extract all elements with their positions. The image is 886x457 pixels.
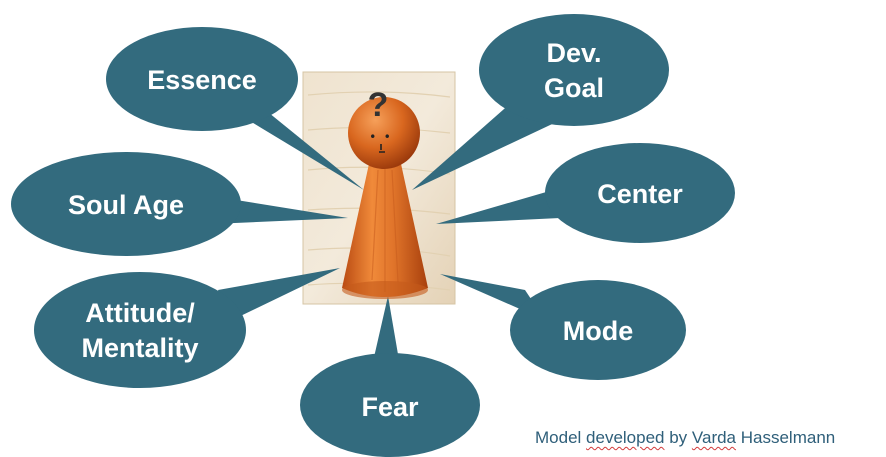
bubble-soul-age: Soul Age xyxy=(11,152,348,256)
face-nose xyxy=(379,144,385,153)
bubble-attitude-label-line2: Mentality xyxy=(81,333,198,363)
bubble-attitude-label: Attitude/ xyxy=(85,298,195,328)
bubble-essence-label: Essence xyxy=(147,65,257,95)
bubble-center-label: Center xyxy=(597,179,683,209)
game-piece-figure: ? • • xyxy=(342,86,428,299)
credit-word-developed: developed xyxy=(586,428,665,447)
bubble-fear-label: Fear xyxy=(361,392,419,422)
bubble-center: Center xyxy=(436,143,735,243)
bubble-mode-label: Mode xyxy=(563,316,634,346)
bubble-dev-goal-label-line2: Goal xyxy=(544,73,604,103)
bubble-soul-age-label: Soul Age xyxy=(68,190,184,220)
bubble-essence: Essence xyxy=(106,27,364,190)
bubble-fear: Fear xyxy=(300,296,480,457)
credit-suffix: Hasselmann xyxy=(736,428,836,447)
bubble-attitude-mentality: Attitude/ Mentality xyxy=(34,268,340,388)
bubble-mode: Mode xyxy=(440,274,686,380)
model-credit: Model developed by Varda Hasselmann xyxy=(535,428,835,448)
credit-word-varda: Varda xyxy=(691,428,737,447)
credit-middle: by xyxy=(664,428,692,447)
question-mark-symbol: ? xyxy=(368,86,389,124)
bubble-dev-goal: Dev. Goal xyxy=(412,14,669,190)
face-eyes: • • xyxy=(369,130,391,144)
bubble-dev-goal-label: Dev. xyxy=(546,38,601,68)
credit-prefix: Model xyxy=(535,428,587,447)
